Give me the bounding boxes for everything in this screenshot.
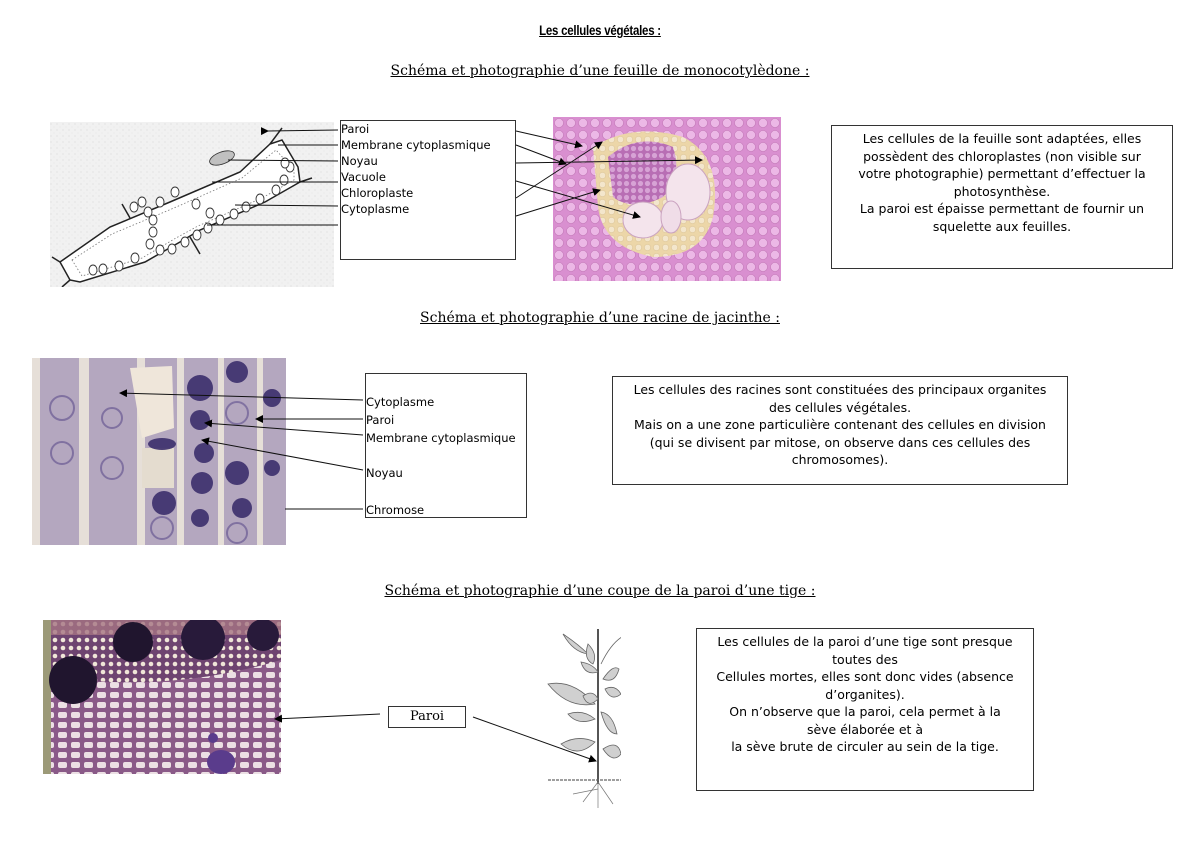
leaf-label-paroi: Paroi <box>341 122 370 136</box>
stem-description-line: sève élaborée et à <box>806 721 924 737</box>
section-title-leaf: Schéma et photographie d’une feuille de … <box>390 63 810 79</box>
root-description-line: des cellules végétales. <box>768 399 912 415</box>
leaf-description-line: photosynthèse. <box>953 183 1051 199</box>
root-label-cytoplasme: Cytoplasme <box>366 395 435 409</box>
stem-description-line: Cellules mortes, elles sont donc vides (… <box>716 669 1014 684</box>
stem-description-line: Les cellules de la paroi d’une tige sont… <box>717 634 1013 649</box>
root-description-line: Mais on a une zone particulière contenan… <box>634 417 1046 432</box>
root-description-line: chromosomes). <box>791 452 889 467</box>
leaf-description-line: votre photographie) permettant d’effectu… <box>858 166 1146 181</box>
section-title-root: Schéma et photographie d’une racine de j… <box>420 310 780 326</box>
leaf-description-line: possèdent des chloroplastes (non visible… <box>863 148 1141 164</box>
root-label-noyau: Noyau <box>366 466 403 480</box>
root-description-line: (qui se divisent par mitose, on observe … <box>649 434 1031 450</box>
leaf-description-line: Les cellules de la feuille sont adaptées… <box>862 131 1142 146</box>
leaf-description-box: Les cellules de la feuille sont adaptées… <box>831 125 1173 269</box>
stem-micrograph <box>43 620 281 774</box>
root-micrograph <box>32 358 286 545</box>
leaf-micrograph <box>553 117 781 281</box>
leaf-labels-box: Paroi Membrane cytoplasmique Noyau Vacuo… <box>340 120 516 260</box>
plant-drawing <box>543 624 621 808</box>
leaf-label-noyau: Noyau <box>341 154 378 168</box>
stem-description-box: Les cellules de la paroi d’une tige sont… <box>696 628 1034 791</box>
leaf-cell-drawing <box>50 122 334 287</box>
root-description-line: Les cellules des racines sont constituée… <box>633 382 1047 397</box>
leaf-label-vacuole: Vacuole <box>341 170 386 184</box>
root-label-chromose: Chromose <box>366 503 425 517</box>
stem-description-line: la sève brute de circuler au sein de la … <box>731 739 999 754</box>
stem-description-line: On n’observe que la paroi, cela permet à… <box>729 704 1001 719</box>
stem-label-paroi: Paroi <box>388 706 466 728</box>
page-title: Les cellules végétales : <box>539 22 661 38</box>
leaf-description-line: La paroi est épaisse permettant de fourn… <box>859 201 1145 216</box>
root-label-membrane: Membrane cytoplasmique <box>366 431 516 445</box>
stem-description-line: toutes des <box>832 651 898 667</box>
stem-description-line: d’organites). <box>825 686 905 702</box>
root-description-box: Les cellules des racines sont constituée… <box>612 376 1068 485</box>
leaf-label-cytoplasme: Cytoplasme <box>341 202 410 216</box>
leaf-label-membrane: Membrane cytoplasmique <box>341 138 491 152</box>
root-labels-box: Cytoplasme Paroi Membrane cytoplasmique … <box>365 373 527 518</box>
leaf-description-line: squelette aux feuilles. <box>932 218 1072 234</box>
leaf-label-chloroplaste: Chloroplaste <box>341 186 414 200</box>
root-label-paroi: Paroi <box>366 413 395 427</box>
section-title-stem: Schéma et photographie d’une coupe de la… <box>384 583 816 599</box>
